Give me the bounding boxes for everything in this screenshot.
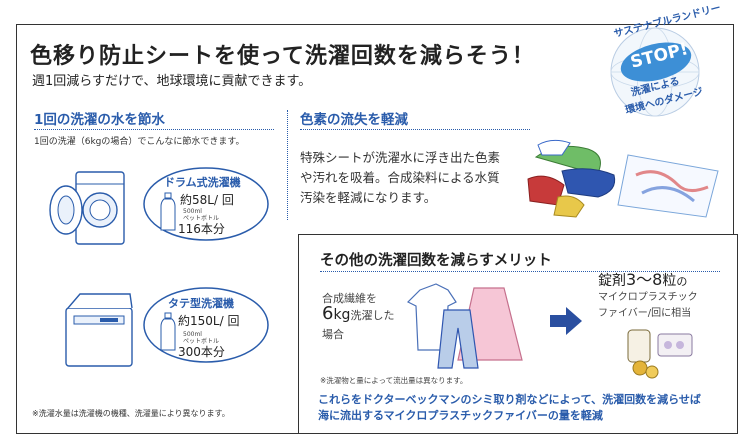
drum-amount: 約58L/ 回 xyxy=(180,193,234,207)
arrow-right-icon xyxy=(550,307,582,335)
bottle-icon xyxy=(160,312,176,351)
merit-right-line3: ファイバー/回に相当 xyxy=(598,308,692,319)
divider xyxy=(300,129,530,130)
bottle-icon xyxy=(160,192,176,231)
page-title: 色移り防止シートを使って洗濯回数を減らそう！ xyxy=(30,44,535,69)
top-load-washer-icon xyxy=(65,293,133,367)
pills-illustration xyxy=(627,329,693,379)
globe-icon xyxy=(610,27,700,117)
top-load-bottle-unit: 500ml ペットボトル xyxy=(183,331,219,345)
drum-washer-icon xyxy=(49,171,125,245)
merit-right-line2: マイクロプラスチック xyxy=(598,292,698,303)
merit-left-line2: 6kg洗濯した xyxy=(322,303,394,324)
merit-right-tablet: 錠剤 xyxy=(598,273,626,289)
sustainable-laundry-stamp: サステナブルランドリー STOP! 洗濯による 環境へのダメージ xyxy=(590,3,722,124)
top-load-bottle-unit-line1: 500ml xyxy=(183,331,202,338)
drum-bottle-unit: 500ml ペットボトル xyxy=(183,208,219,222)
merit-right-no: の xyxy=(676,275,688,288)
merit-title: その他の洗濯回数を減らすメリット xyxy=(320,253,552,269)
merit-right-line1: 錠剤3〜8粒の xyxy=(598,266,687,290)
merit-left-line1: 合成繊維を xyxy=(322,292,377,305)
drum-bottle-unit-line1: 500ml xyxy=(183,208,202,215)
dye-reduction-heading: 色素の流失を軽減 xyxy=(300,112,408,128)
merit-bottom-line1: これらをドクターベックマンのシミ取り剤などによって、洗濯回数を減らせば xyxy=(318,393,701,406)
merit-left-amount: 6 xyxy=(322,303,334,324)
merit-bottom-line2: 海に流出するマイクロプラスチックファイバーの量を軽減 xyxy=(318,409,603,422)
colorful-laundry-illustration xyxy=(527,139,719,218)
dye-reduction-text: 特殊シートが洗濯水に浮き出た色素や汚れを吸着。合成染料による水質汚染を軽減になり… xyxy=(300,150,501,205)
merit-left-line3: 場合 xyxy=(322,328,344,341)
drum-bottle-unit-line2: ペットボトル xyxy=(183,215,220,222)
divider xyxy=(34,129,274,130)
merit-right-range: 3〜8 xyxy=(626,270,663,289)
merit-note: ※洗濯物と量によって流出量は異なります。 xyxy=(320,376,468,385)
drum-bottles: 116本分 xyxy=(178,222,225,236)
water-saving-desc: 1回の洗濯（6kgの場合）でこんなに節水できます。 xyxy=(34,137,245,147)
top-load-amount: 約150L/ 回 xyxy=(178,314,240,328)
top-load-bottles: 300本分 xyxy=(178,345,225,359)
vertical-divider xyxy=(287,110,288,220)
drum-washer-label: ドラム式洗濯機 xyxy=(164,176,241,189)
water-saving-heading: 1回の洗濯の水を節水 xyxy=(34,112,165,128)
merit-right-grain: 粒 xyxy=(662,273,677,289)
left-footnote: ※洗濯水量は洗濯機の機種、洗濯量により異なります。 xyxy=(32,409,230,418)
merit-left-line2b: 洗濯した xyxy=(350,309,395,322)
merit-bottom-text: これらをドクターベックマンのシミ取り剤などによって、洗濯回数を減らせば 海に流出… xyxy=(318,392,701,424)
page-subtitle: 週1回減らすだけで、地球環境に貢献できます。 xyxy=(32,74,312,89)
top-load-washer-label: タテ型洗濯機 xyxy=(168,297,234,310)
merit-left-unit: kg xyxy=(333,307,351,323)
top-load-bottle-unit-line2: ペットボトル xyxy=(183,338,220,345)
clothes-illustration xyxy=(406,283,523,369)
divider xyxy=(320,271,720,272)
